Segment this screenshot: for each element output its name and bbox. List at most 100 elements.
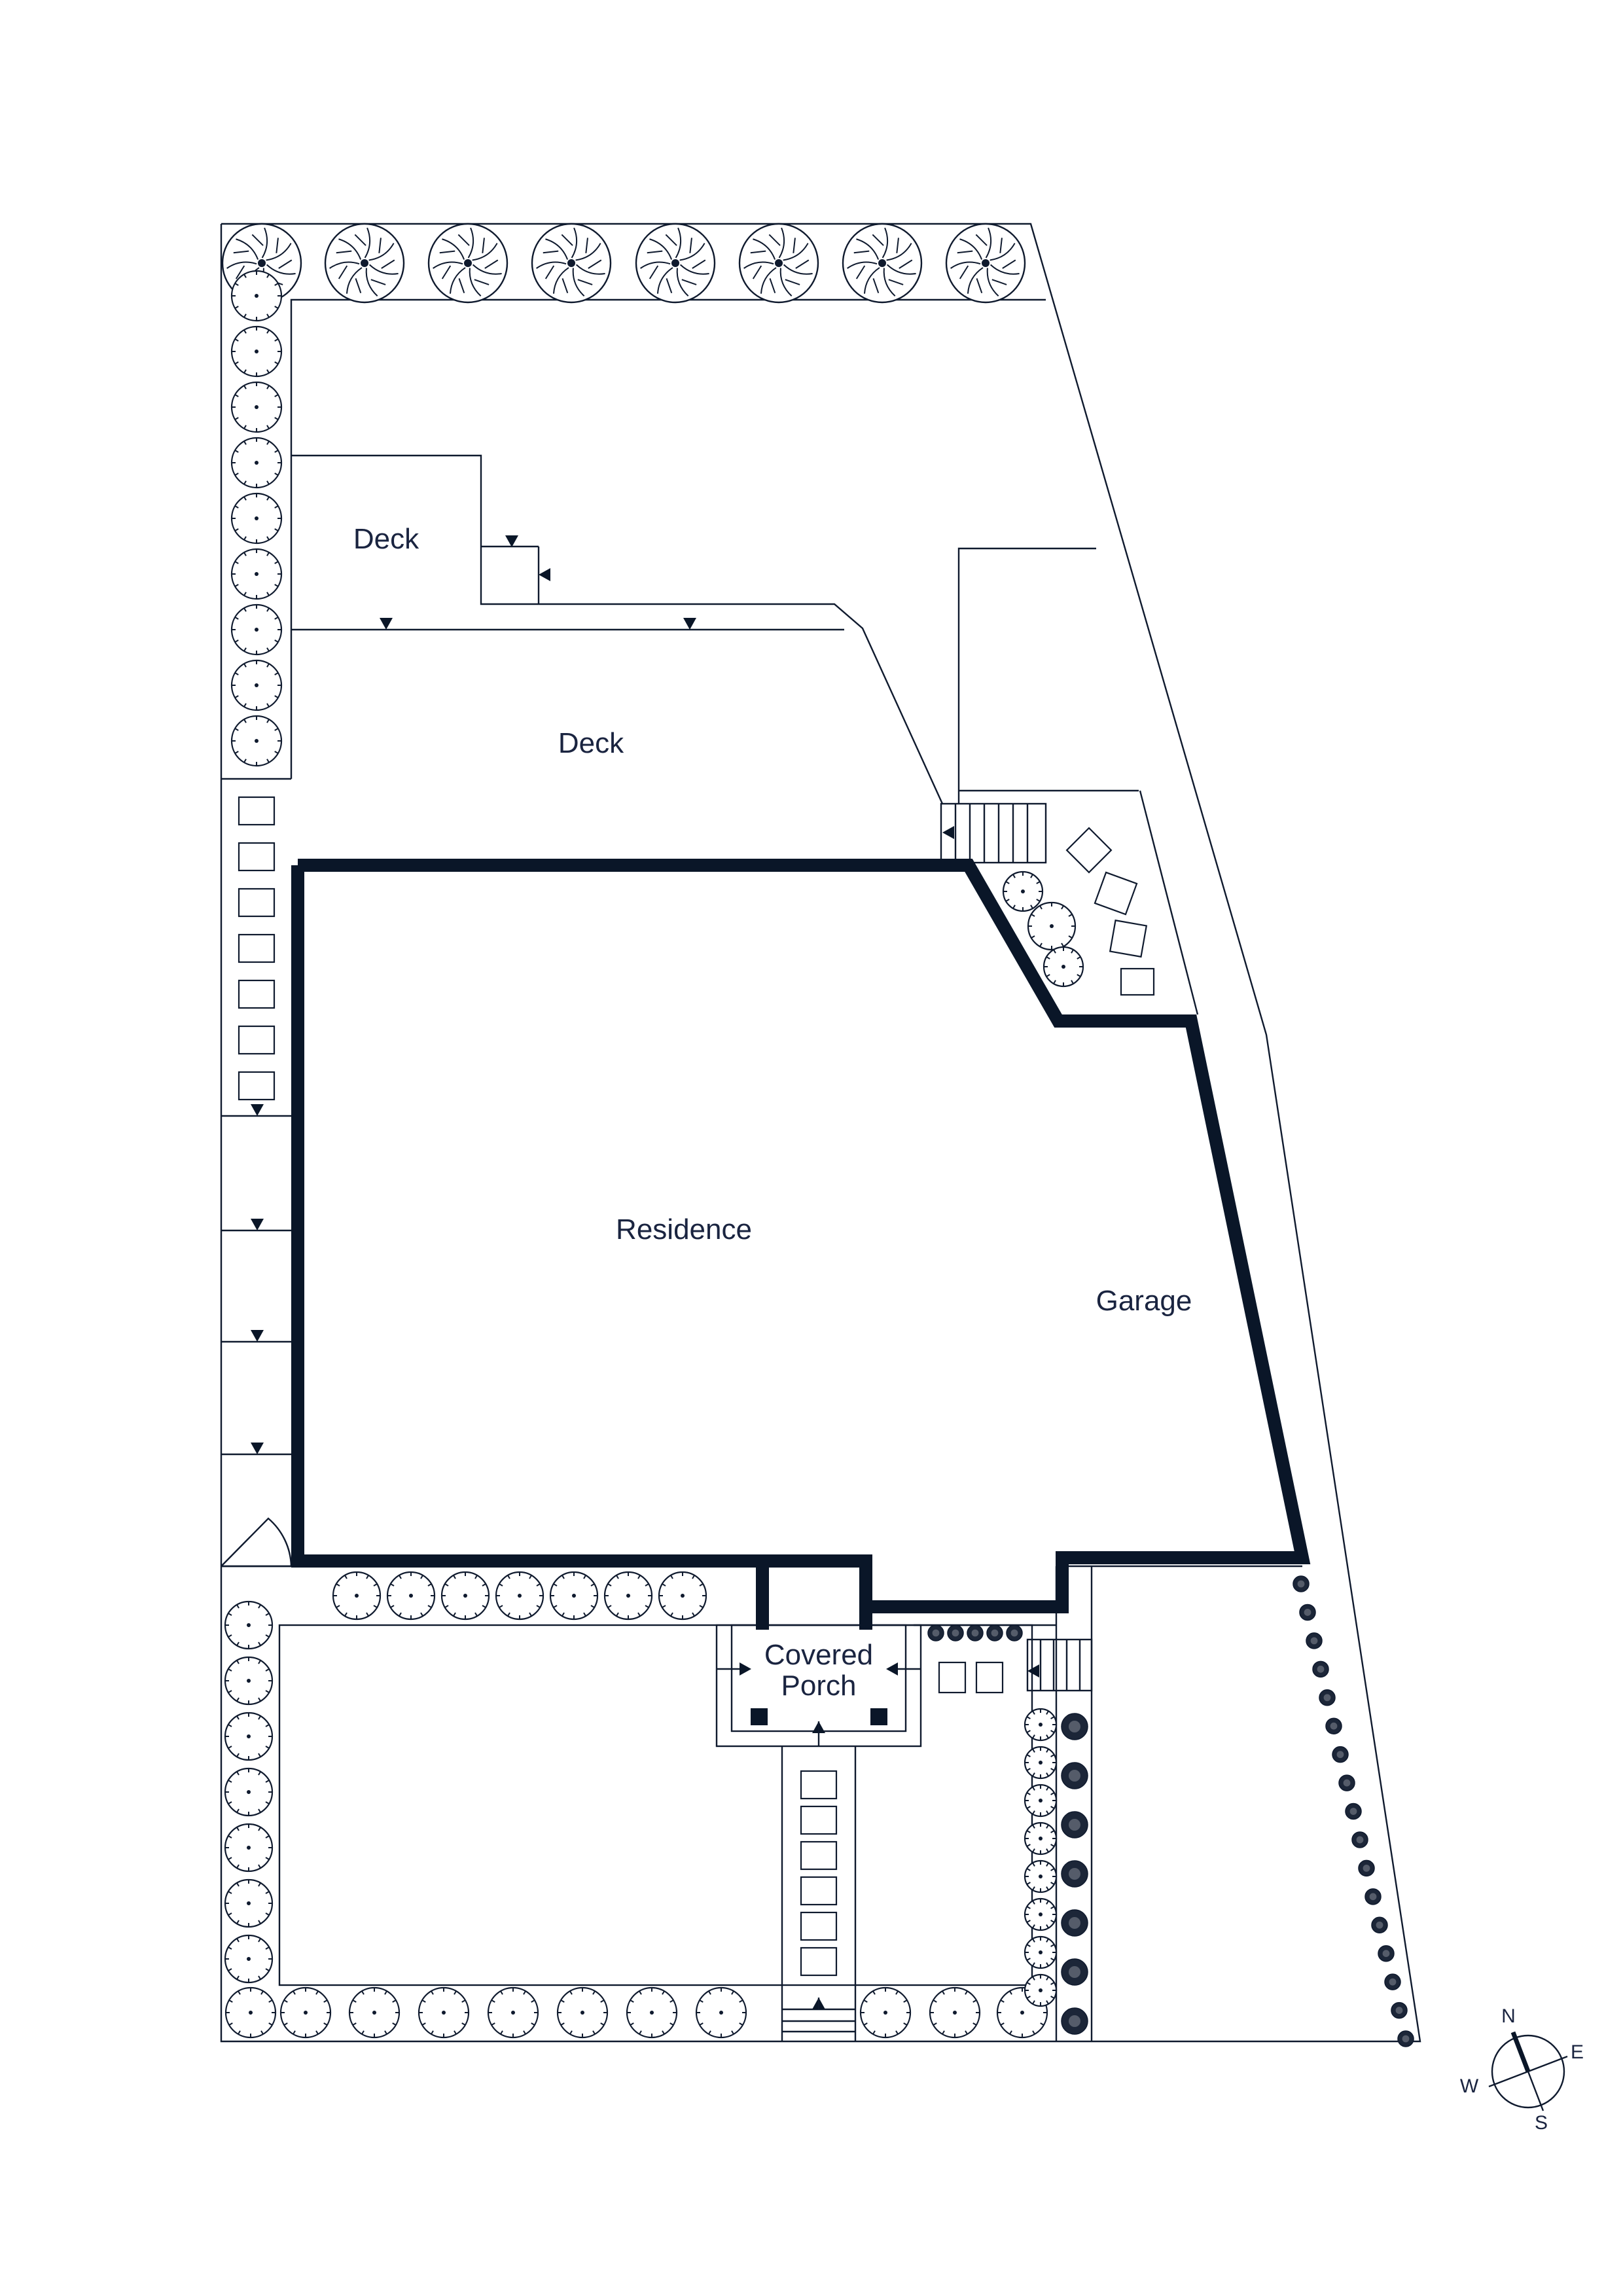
building-walls <box>291 859 1311 1725</box>
step-arrow-icon <box>251 1330 264 1342</box>
shrub-icon <box>859 1986 912 2039</box>
shrub-icon <box>224 1823 274 1873</box>
paver-icon <box>1120 967 1155 996</box>
covered-porch-label-line2: Porch <box>781 1670 857 1702</box>
dark-shrub-icon <box>947 1624 964 1641</box>
paver-icon <box>800 1911 838 1941</box>
compass-west-label: W <box>1460 2075 1479 2097</box>
paver-icon <box>1094 871 1138 916</box>
paver-icon <box>238 842 276 872</box>
shrub-icon <box>224 1986 277 2039</box>
shrub-icon <box>230 270 283 322</box>
shrub-icon <box>348 1986 401 2039</box>
dark-shrub-icon <box>1351 1831 1368 1848</box>
shrub-icon <box>1024 1935 1058 1969</box>
paver-icon <box>800 1840 838 1871</box>
shrub-icon <box>603 1571 653 1621</box>
shrub-icon <box>230 603 283 656</box>
shrub-icon <box>230 492 283 545</box>
room-labels: Deck Deck Residence Garage Covered Porch <box>353 523 1192 1702</box>
dark-shrub-icon <box>1306 1632 1323 1649</box>
shrub-icon <box>556 1986 609 2039</box>
deciduous-tree-icon <box>842 223 923 304</box>
dark-shrub-icon <box>1391 2001 1408 2019</box>
paver-icon <box>938 1661 967 1694</box>
dark-shrub-icon <box>1319 1689 1336 1706</box>
shrub-icon <box>418 1986 470 2039</box>
residence-label: Residence <box>616 1213 752 1246</box>
shrub-icon <box>386 1571 436 1621</box>
shrub-icon <box>230 715 283 767</box>
shrub-icon <box>224 1712 274 1761</box>
dark-shrub-icon <box>1325 1717 1342 1734</box>
shrub-icon <box>1024 1859 1058 1893</box>
shrub-icon <box>1024 1708 1058 1742</box>
shrub-icon <box>695 1986 747 2039</box>
paver-icon <box>1109 919 1148 958</box>
shrub-icon <box>224 1767 274 1817</box>
garage-label: Garage <box>1096 1285 1192 1317</box>
shrub-icon <box>495 1571 544 1621</box>
deciduous-tree-icon <box>635 223 716 304</box>
dark-shrub-icon <box>1299 1604 1316 1621</box>
shrub-icon <box>440 1571 490 1621</box>
dark-shrub-icon <box>1384 1973 1401 1990</box>
step-arrows <box>251 535 1039 2009</box>
shrub-icon <box>224 1878 274 1928</box>
paver-icon <box>238 1025 276 1055</box>
shrub-icon <box>487 1986 539 2039</box>
dark-shrub-icon <box>1061 2007 1088 2035</box>
shrub-icon <box>224 1656 274 1706</box>
shrub-icon <box>1043 946 1084 988</box>
paver-icon <box>800 1805 838 1835</box>
shrub-icon <box>279 1986 332 2039</box>
shrub-icon <box>929 1986 981 2039</box>
step-arrow-icon <box>683 618 696 630</box>
deciduous-tree-icon <box>945 223 1026 304</box>
shrub-icon <box>1024 1897 1058 1931</box>
shrub-icon <box>230 381 283 433</box>
dark-shrub-icon <box>967 1624 984 1641</box>
dark-shrub-icon <box>986 1624 1003 1641</box>
paver-icon <box>800 1876 838 1906</box>
dark-shrub-icon <box>1061 1909 1088 1937</box>
garden-outlines <box>221 298 1302 2041</box>
compass-icon: N E S W <box>1460 2005 1584 2134</box>
dark-shrub-icon <box>1358 1859 1375 1877</box>
dark-shrub-icon <box>1006 1624 1023 1641</box>
deciduous-tree-icon <box>324 223 405 304</box>
paver-icon <box>800 1770 838 1800</box>
step-arrow-icon <box>539 568 550 581</box>
shrub-icon <box>224 1600 274 1650</box>
paver-icon <box>975 1661 1004 1694</box>
shrub-icon <box>230 325 283 378</box>
compass-south-label: S <box>1535 2112 1548 2134</box>
shrub-icon <box>224 1934 274 1984</box>
dark-shrub-icon <box>1061 1860 1088 1888</box>
shrub-icon <box>332 1571 382 1621</box>
paver-icon <box>1065 827 1113 874</box>
shrub-icon <box>626 1986 678 2039</box>
covered-porch-label-line1: Covered <box>764 1639 873 1671</box>
dark-shrub-icon <box>1293 1575 1310 1592</box>
shrub-icon <box>1024 1821 1058 1856</box>
paver-icon <box>238 933 276 963</box>
step-arrow-icon <box>251 1219 264 1230</box>
step-arrow-icon <box>740 1662 751 1676</box>
deck-lower-label: Deck <box>558 727 624 759</box>
deck-upper-label: Deck <box>353 523 419 555</box>
paver-icon <box>238 888 276 918</box>
step-arrow-icon <box>251 1443 264 1454</box>
dark-shrub-icon <box>1061 1958 1088 1986</box>
paver-icon <box>238 1071 276 1101</box>
paver-icon <box>238 796 276 826</box>
dark-shrub-icon <box>1061 1811 1088 1839</box>
step-arrow-icon <box>886 1662 898 1676</box>
shrub-icon <box>1024 1746 1058 1780</box>
property-boundary <box>220 223 1421 2043</box>
dark-shrub-icon <box>1332 1746 1349 1763</box>
compass-north-label: N <box>1501 2005 1516 2027</box>
dark-shrub-icon <box>927 1624 944 1641</box>
shrub-icon <box>549 1571 599 1621</box>
